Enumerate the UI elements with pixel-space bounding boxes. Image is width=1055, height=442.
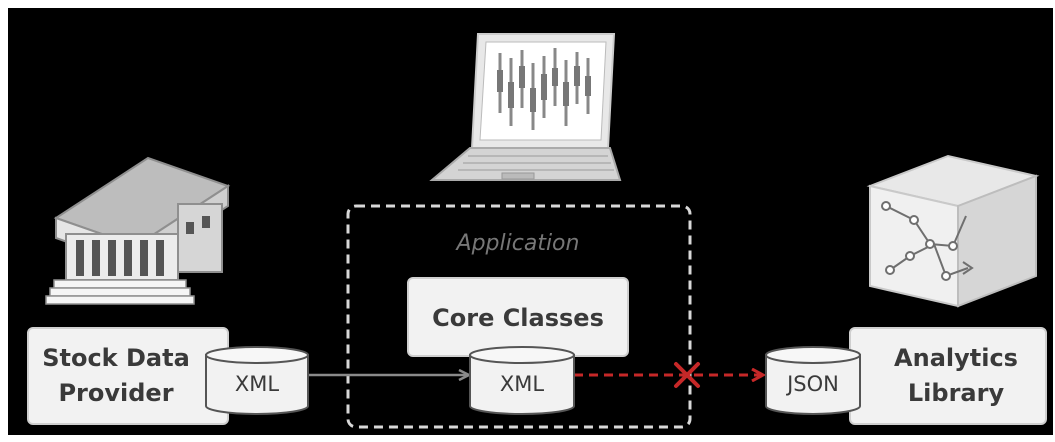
application-label: Application — [455, 231, 580, 256]
analytics-box-icon — [866, 154, 1040, 308]
analytics-library-line2: Library — [908, 379, 1005, 407]
stock-data-provider-box — [27, 327, 229, 425]
application-boundary — [346, 204, 692, 429]
app-format-label: XML — [500, 372, 545, 396]
diagram-panel: Application Core Classes Stock Data Prov… — [8, 8, 1053, 435]
stock-provider-format-label: XML — [235, 372, 280, 396]
database-cylinder-icon — [469, 346, 575, 415]
database-cylinder-icon — [765, 346, 861, 415]
stock-provider-line1: Stock Data — [42, 344, 190, 372]
analytics-library-line1: Analytics — [894, 344, 1018, 372]
core-classes-label: Core Classes — [432, 304, 604, 332]
analytics-format-label: JSON — [785, 372, 839, 396]
cross-mark-icon — [674, 362, 700, 388]
stock-exchange-building-icon — [45, 156, 231, 305]
laptop-chart-icon — [429, 33, 622, 181]
diagram-svg: Application Core Classes Stock Data Prov… — [27, 33, 1047, 429]
database-cylinder-icon — [205, 346, 309, 415]
analytics-library-box — [849, 327, 1047, 425]
stock-provider-line2: Provider — [58, 379, 173, 407]
